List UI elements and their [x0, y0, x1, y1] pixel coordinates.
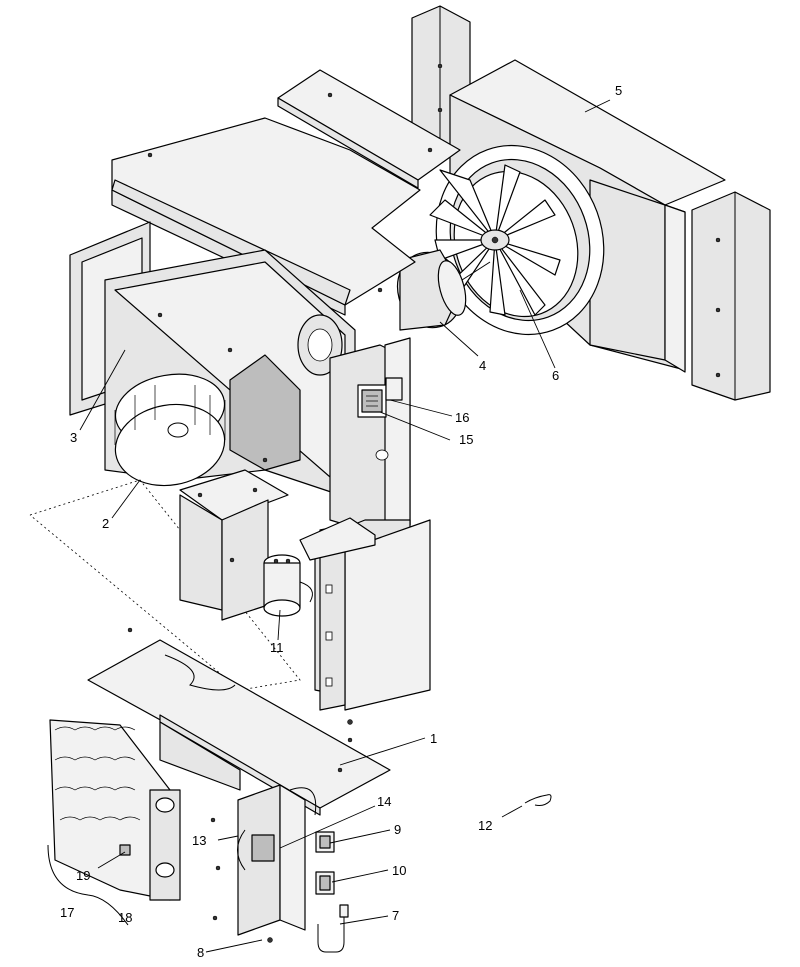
callout-12: 12	[478, 818, 492, 833]
callout-2: 2	[102, 516, 109, 531]
blower-wheel	[114, 373, 226, 487]
leader-lines	[79, 99, 611, 953]
top-panel	[111, 69, 461, 316]
callout-15: 15	[459, 432, 473, 447]
callout-3: 3	[70, 430, 77, 445]
capacitor	[263, 554, 313, 617]
blower-bracket	[179, 469, 289, 621]
callout-19: 19	[76, 868, 90, 883]
callout-10: 10	[392, 863, 406, 878]
callout-16: 16	[455, 410, 469, 425]
fan-motor	[396, 249, 491, 331]
callout-11: 11	[270, 640, 284, 655]
fan-shroud-assembly	[411, 5, 771, 401]
callout-9: 9	[394, 822, 401, 837]
alignment-line	[29, 479, 301, 691]
callout-17: 17	[60, 905, 74, 920]
right-front-panel	[299, 517, 431, 725]
callout-labels: 1 2 3 4 5 6 7 8 9 10 11 12 13 14 15 16 1…	[60, 83, 622, 960]
fan-blade	[429, 164, 561, 316]
clip	[501, 794, 552, 818]
callout-14: 14	[377, 794, 391, 809]
callout-8: 8	[197, 945, 204, 960]
callout-18: 18	[118, 910, 132, 925]
callout-1: 1	[430, 731, 437, 746]
callout-5: 5	[615, 83, 622, 98]
callout-6: 6	[552, 368, 559, 383]
callout-13: 13	[192, 833, 206, 848]
callout-4: 4	[479, 358, 486, 373]
control-panel	[329, 337, 411, 536]
control-box	[210, 784, 349, 953]
heater-assembly	[47, 719, 181, 926]
callout-7: 7	[392, 908, 399, 923]
